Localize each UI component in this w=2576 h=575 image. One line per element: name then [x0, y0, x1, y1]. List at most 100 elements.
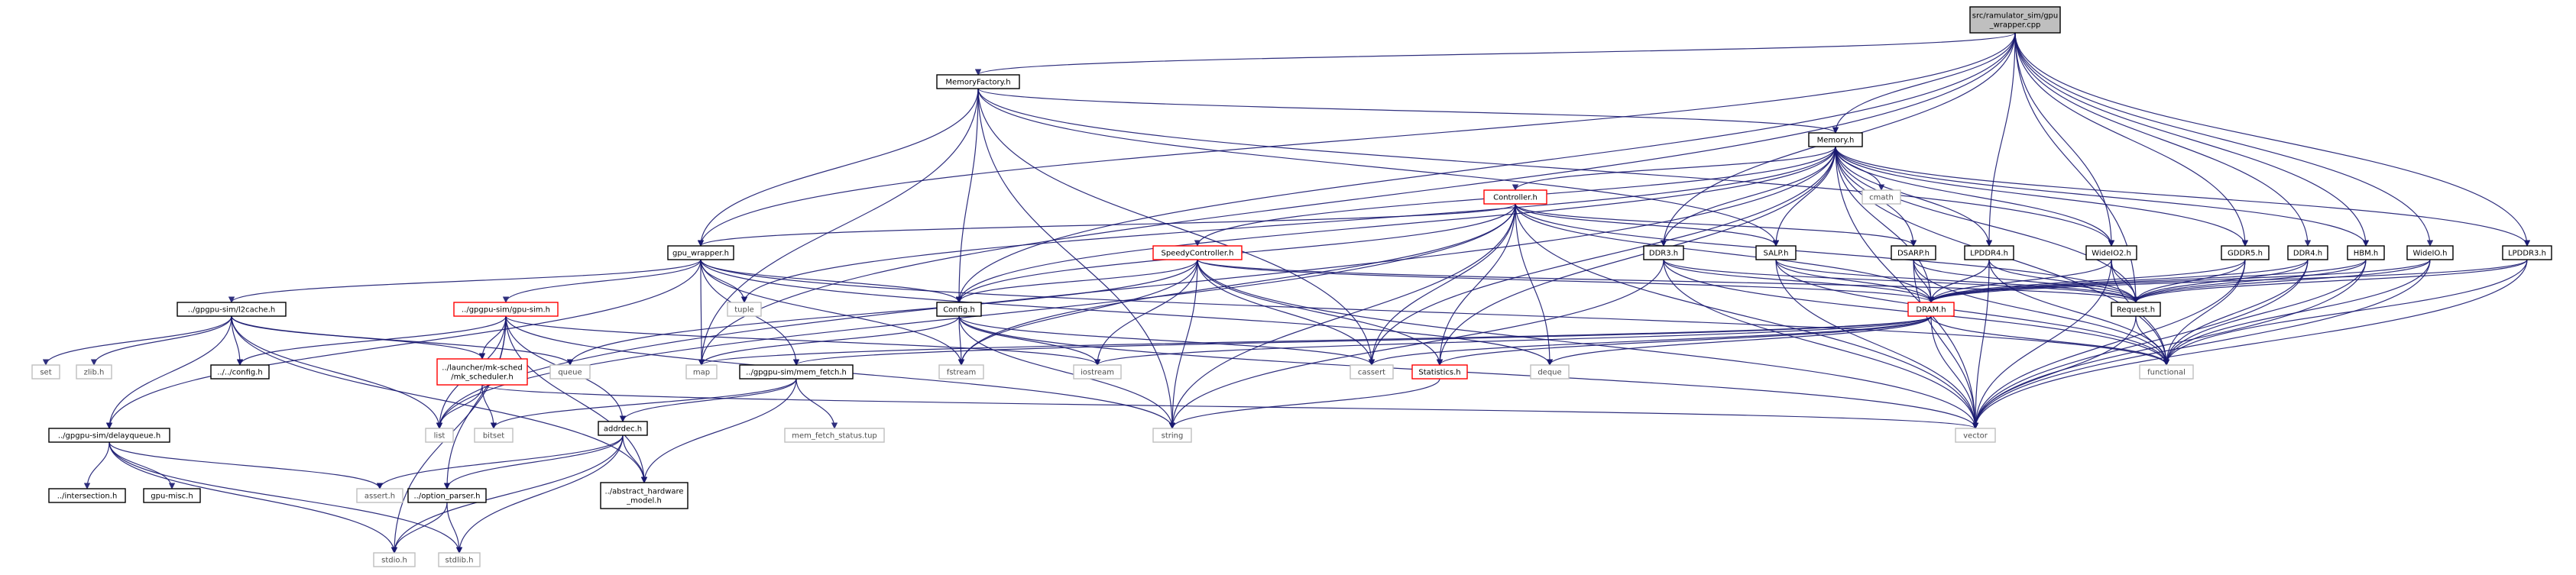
edge-lpddr3-to-dram: [1927, 259, 2528, 303]
edge-sched-to-s_vector: [481, 384, 1978, 429]
node-ddr3[interactable]: DDR3.h: [1643, 245, 1684, 260]
edge-l2cache-to-sched: [231, 315, 486, 360]
node-box-gddr5: [2221, 245, 2270, 260]
edge-lpddr4-to-request: [1988, 259, 2140, 303]
node-speedy[interactable]: SpeedyController.h: [1152, 245, 1243, 260]
node-box-abshw: [600, 482, 689, 509]
node-box-s_cassert: [1350, 364, 1394, 380]
edge-speedy-to-dram: [1197, 259, 1934, 303]
edge-addrdec-to-abshw: [622, 434, 648, 483]
node-box-request: [2111, 302, 2161, 317]
node-label-abshw: ../abstract_hardware: [604, 488, 683, 496]
node-memfetch[interactable]: ../gpgpu-sim/mem_fetch.h: [739, 364, 854, 380]
node-box-s_queue: [549, 364, 591, 380]
edge-addrdec-to-optparser: [443, 434, 624, 489]
node-salp[interactable]: SALP.h: [1755, 245, 1797, 260]
node-s_memfetchstatus: mem_fetch_status.tup: [784, 428, 885, 443]
edge-controller-to-s_cassert: [1368, 203, 1516, 366]
edge-dram-to-statistics: [1436, 315, 1932, 366]
node-ddr4[interactable]: DDR4.h: [2287, 245, 2328, 260]
node-intersection[interactable]: ../intersection.h: [48, 488, 126, 503]
edge-controller-to-gpuwrap: [698, 203, 1516, 247]
node-l2cache[interactable]: ../gpgpu-sim/l2cache.h: [177, 302, 287, 317]
node-lpddr4[interactable]: LPDDR4.h: [1964, 245, 2014, 260]
node-box-s_memfetchstatus: [784, 428, 885, 443]
node-memfac[interactable]: MemoryFactory.h: [936, 74, 1020, 89]
edge-controller-to-statistics: [1436, 203, 1516, 366]
node-sched[interactable]: ../launcher/mk-sched/mk_scheduler.h: [436, 358, 528, 386]
node-label-l2cache: ../gpgpu-sim/l2cache.h: [188, 306, 275, 315]
node-cfg[interactable]: ../../config.h: [210, 364, 270, 380]
node-label-memory: Memory.h: [1817, 137, 1855, 145]
node-box-memory: [1808, 132, 1863, 147]
node-label-intersection: ../intersection.h: [57, 493, 118, 501]
node-gpuwrap[interactable]: gpu_wrapper.h: [667, 245, 734, 260]
node-dsarp[interactable]: DSARP.h: [1891, 245, 1936, 260]
node-label-s_zlib: zlib.h: [84, 369, 105, 377]
edge-ddr4-to-s_vector: [1972, 259, 2309, 429]
node-root[interactable]: src/ramulator_sim/gpu_wrapper.cpp: [1969, 6, 2061, 34]
node-abshw[interactable]: ../abstract_hardware_model.h: [600, 482, 689, 509]
node-label-s_cmath: cmath: [1869, 194, 1894, 202]
node-s_queue: queue: [549, 364, 591, 380]
node-delayqueue[interactable]: ../gpgpu-sim/delayqueue.h: [48, 428, 170, 443]
edge-memory-to-request: [1835, 146, 2140, 303]
node-box-s_fstream: [938, 364, 984, 380]
edge-dsarp-to-s_functional: [1913, 259, 2170, 366]
edge-speedy-to-s_queue: [566, 259, 1198, 366]
node-s_iostream: iostream: [1073, 364, 1122, 380]
node-wideio[interactable]: WideIO.h: [2406, 245, 2454, 260]
node-box-s_stdlib: [438, 552, 481, 567]
node-label-s_string: string: [1162, 432, 1184, 441]
edge-memory-to-ddr3: [1660, 146, 1836, 247]
edge-memfac-to-salp: [977, 88, 1780, 247]
edge-root-to-hbm: [2014, 32, 2370, 247]
edge-dram-to-s_iostream: [1094, 315, 1932, 366]
edge-addrdec-to-s_asserth: [376, 434, 624, 489]
node-label-sched: ../launcher/mk-sched: [442, 364, 522, 373]
node-addrdec[interactable]: addrdec.h: [598, 421, 648, 436]
node-dram[interactable]: DRAM.h: [1907, 302, 1955, 317]
node-s_fstream: fstream: [938, 364, 984, 380]
node-request[interactable]: Request.h: [2111, 302, 2161, 317]
node-box-s_cmath: [1862, 189, 1901, 205]
edge-dram-to-s_functional: [1930, 315, 2170, 366]
node-label-root: src/ramulator_sim/gpu: [1972, 12, 2058, 21]
node-gddr5[interactable]: GDDR5.h: [2221, 245, 2270, 260]
edge-root-to-gpuwrap: [697, 32, 2016, 247]
node-box-config: [936, 302, 982, 317]
edge-controller-to-s_string: [1168, 203, 1516, 429]
edge-memory-to-s_vector: [1835, 146, 1979, 429]
edge-config-to-s_iostream: [958, 315, 1101, 366]
node-box-addrdec: [598, 421, 648, 436]
node-box-s_stdio: [373, 552, 416, 567]
node-box-salp: [1755, 245, 1797, 260]
node-gpusim[interactable]: ../gpgpu-sim/gpu-sim.h: [453, 302, 559, 317]
node-label-statistics: Statistics.h: [1418, 369, 1460, 377]
node-s_cassert: cassert: [1350, 364, 1394, 380]
edge-gpuwrap-to-gpusim: [502, 259, 702, 303]
edge-gpuwrap-to-config: [700, 259, 963, 303]
node-statistics[interactable]: Statistics.h: [1411, 364, 1468, 380]
node-controller[interactable]: Controller.h: [1483, 189, 1547, 205]
node-gpumisc[interactable]: gpu-misc.h: [143, 488, 201, 503]
node-wideio2[interactable]: WideIO2.h: [2085, 245, 2137, 260]
node-hbm[interactable]: HBM.h: [2347, 245, 2385, 260]
edge-optparser-to-s_stdio: [390, 502, 448, 554]
node-box-l2cache: [177, 302, 287, 317]
node-config[interactable]: Config.h: [936, 302, 982, 317]
node-box-sched: [436, 358, 528, 386]
edge-memory-to-s_tuple: [740, 146, 1836, 303]
edge-memfac-to-s_string: [977, 88, 1176, 429]
node-optparser[interactable]: ../option_parser.h: [407, 488, 487, 503]
node-box-dram: [1907, 302, 1955, 317]
node-lpddr3[interactable]: LPDDR3.h: [2502, 245, 2552, 260]
edge-memory-to-gddr5: [1835, 146, 2249, 247]
edge-root-to-wideio: [2014, 32, 2434, 247]
edge-lpddr3-to-s_functional: [2163, 259, 2528, 366]
node-memory[interactable]: Memory.h: [1808, 132, 1863, 147]
node-s_list: list: [425, 428, 454, 443]
edge-memfetch-to-abshw: [640, 378, 797, 483]
edge-config-to-s_string: [958, 315, 1176, 429]
node-box-lpddr4: [1964, 245, 2014, 260]
